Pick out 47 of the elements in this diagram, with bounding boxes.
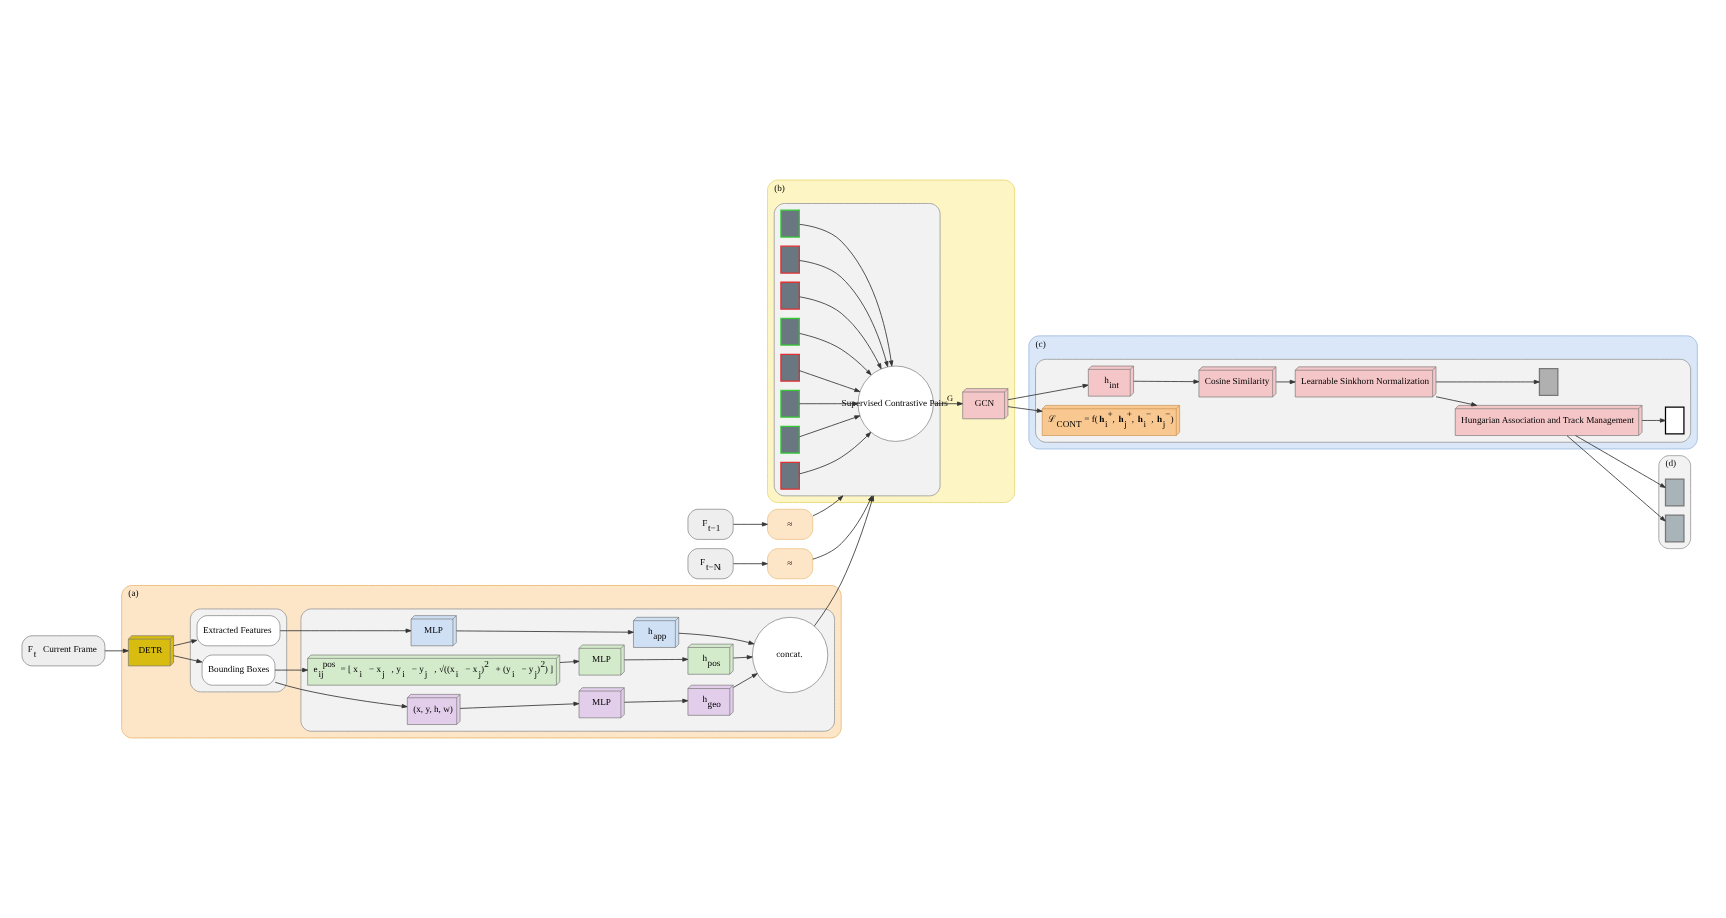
arrow	[104, 648, 129, 653]
arrow	[1575, 435, 1666, 488]
node-box	[1664, 514, 1685, 543]
arrow	[733, 522, 768, 527]
arrow	[799, 296, 882, 370]
arrow	[678, 632, 755, 645]
arrow	[1435, 379, 1540, 385]
arrow	[173, 655, 203, 664]
arrow	[812, 495, 844, 517]
arrow	[733, 561, 768, 566]
node-box	[780, 281, 800, 310]
arrow	[733, 673, 758, 688]
node-box	[780, 209, 800, 238]
arrow	[173, 639, 198, 647]
arrow	[799, 333, 872, 376]
arrow	[1007, 383, 1089, 401]
arrow	[799, 401, 859, 406]
arrow	[933, 401, 963, 406]
arrow	[456, 630, 634, 635]
node-box	[780, 461, 800, 490]
arrow	[624, 698, 689, 704]
arrow	[459, 701, 580, 709]
arrow	[274, 667, 309, 673]
arrow	[559, 659, 580, 664]
node-box	[780, 425, 800, 454]
arrow	[1275, 379, 1296, 385]
arrow	[799, 260, 889, 368]
arrow	[799, 223, 894, 367]
arrow	[799, 415, 861, 438]
node-box	[1664, 478, 1685, 507]
node-box	[780, 317, 800, 346]
arrow	[1133, 379, 1200, 384]
node-box	[1664, 406, 1685, 435]
arrow	[799, 431, 872, 475]
node-box	[1538, 367, 1559, 396]
node-box	[780, 353, 800, 382]
arrow	[1641, 418, 1666, 423]
arrow	[1007, 406, 1043, 413]
arrow	[733, 655, 753, 660]
arrow	[274, 681, 408, 709]
arrow	[1566, 435, 1666, 522]
arrow	[1435, 396, 1477, 407]
arrow	[279, 628, 412, 633]
node-box	[780, 389, 800, 418]
node-box	[780, 245, 800, 274]
arrow	[799, 370, 861, 392]
arrow	[624, 657, 689, 662]
